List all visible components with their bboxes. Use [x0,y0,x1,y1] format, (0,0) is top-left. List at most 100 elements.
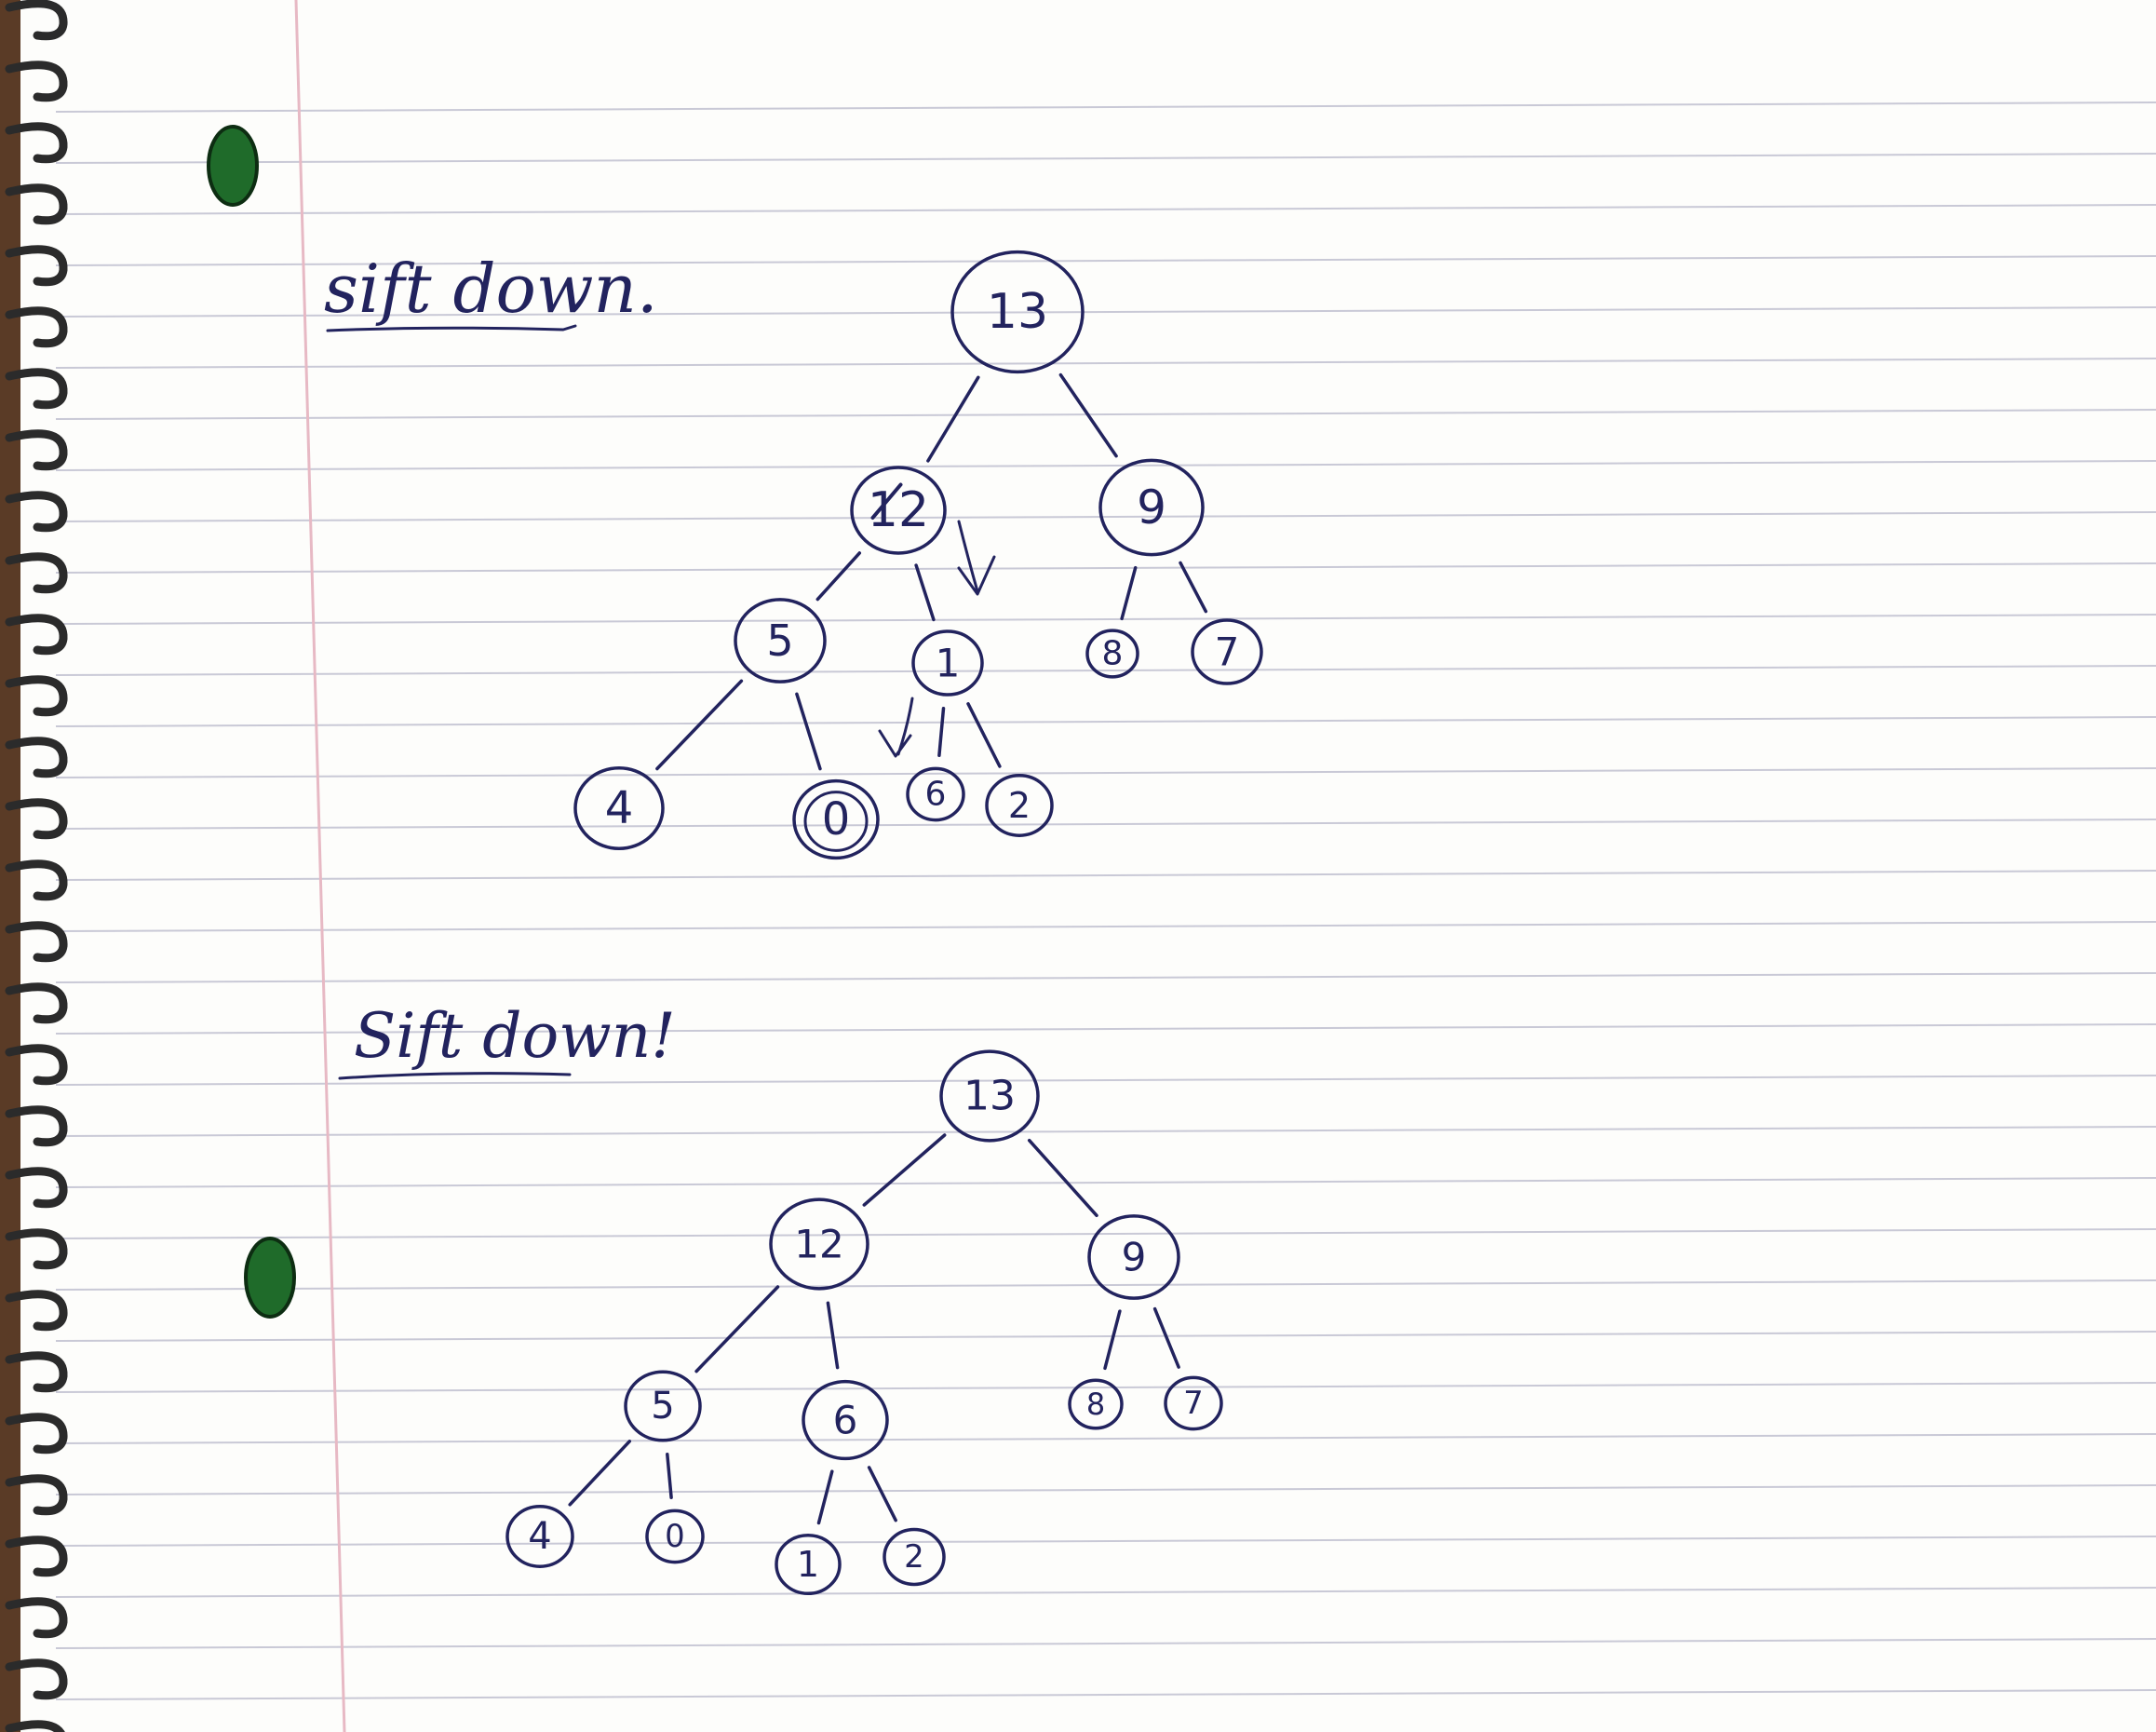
node-label: 4 [605,782,634,834]
spiral-coil [5,491,68,533]
rule-line [55,1177,2156,1188]
node-circle [573,766,665,850]
tree-node: 6 [906,766,965,822]
spiral-coil [5,1228,68,1270]
node-label: 13 [963,1073,1016,1120]
tree-edge [666,1453,673,1499]
tree-edge [795,692,822,771]
node-label: 0 [822,793,851,846]
diagram-heading: sift down. [324,250,658,328]
node-label: 9 [1137,480,1166,534]
swap-arrows [878,520,996,758]
spiral-coil [5,675,68,717]
tree-node: 9 [1098,458,1205,557]
node-label: 7 [1215,629,1240,675]
rule-line [55,767,2156,778]
tree-edge [926,375,980,463]
ruled-lines [55,101,2156,1700]
rule-line [55,153,2156,164]
spiral-coil [5,1474,68,1516]
tree-node: 13 [950,250,1085,374]
tree-edge [1179,561,1208,614]
tree-edge [694,1285,780,1373]
margin-line [294,0,346,1732]
tree-edge [1027,1138,1098,1218]
node-label: 0 [665,1518,685,1555]
rule-line [55,1587,2156,1598]
rule-line [55,1638,2156,1649]
punch-hole [207,125,259,207]
tree-node: 1 [775,1533,842,1596]
node-circle [734,598,827,683]
rule-line [55,562,2156,574]
tree-node: 7 [1191,618,1263,685]
spiral-coil [5,1536,68,1577]
node-circle [985,774,1054,837]
node-circle [802,1379,889,1461]
node-label: 2 [1008,785,1031,826]
spiral-coil [5,122,68,164]
spiral-coil [5,921,68,963]
rule-line [55,665,2156,676]
node-circle [775,1533,842,1596]
tree-edge [655,679,744,771]
rule-line [55,1382,2156,1393]
rule-line [55,1433,2156,1444]
tree-edge [1120,565,1138,621]
rule-line [55,1689,2156,1700]
node-circle [792,778,880,860]
tree-edges [655,372,1208,771]
spiral-coil [5,429,68,471]
spiral-binding [0,0,68,1732]
node-circle [850,466,947,555]
spiral-coil [5,245,68,287]
node-label: 6 [925,776,947,814]
node-label: 7 [1183,1385,1204,1422]
rule-line [55,614,2156,625]
tree-node: 2 [985,774,1054,837]
tree-edge [966,702,1002,768]
spiral-coil [5,0,68,41]
spiral-coil [5,614,68,656]
node-circle [505,1505,574,1568]
spiral-coil [5,1658,68,1700]
node-label: 13 [987,284,1048,340]
rule-line [55,1075,2156,1086]
tree-node: 8 [1068,1378,1124,1430]
spiral-coil [5,1597,68,1639]
spiral-coil [5,737,68,778]
spiral-coil [5,61,68,102]
spiral-coil [5,798,68,840]
node-circle [1068,1378,1124,1430]
spiral-coil [5,1044,68,1086]
spiral-coil [5,183,68,225]
rule-line [55,1023,2156,1035]
spiral-coil [5,859,68,901]
spiral-coil [5,982,68,1024]
spiral-coil [5,1290,68,1332]
spiral-coil [5,1413,68,1455]
node-label: 6 [833,1398,858,1443]
tree-edge [1103,1309,1122,1371]
heading-underline [326,324,577,332]
tree-node: 7 [1164,1375,1223,1431]
node-circle [883,1527,946,1587]
rule-line [55,1331,2156,1342]
spiral-coil [5,1167,68,1209]
punch-holes [207,125,296,1319]
node-circle [906,766,965,822]
rule-line [55,1279,2156,1291]
node-circle [950,250,1085,374]
rule-line [55,101,2156,113]
rule-line [55,358,2156,369]
rule-line [55,306,2156,318]
tree-node: 4 [505,1505,574,1568]
spiral-coil [5,1720,65,1732]
punch-hole [244,1237,296,1319]
tree-node: 9 [1087,1214,1180,1300]
tree-edge [867,1466,897,1522]
node-label: 8 [1102,635,1124,673]
tree-edge [1058,372,1118,458]
